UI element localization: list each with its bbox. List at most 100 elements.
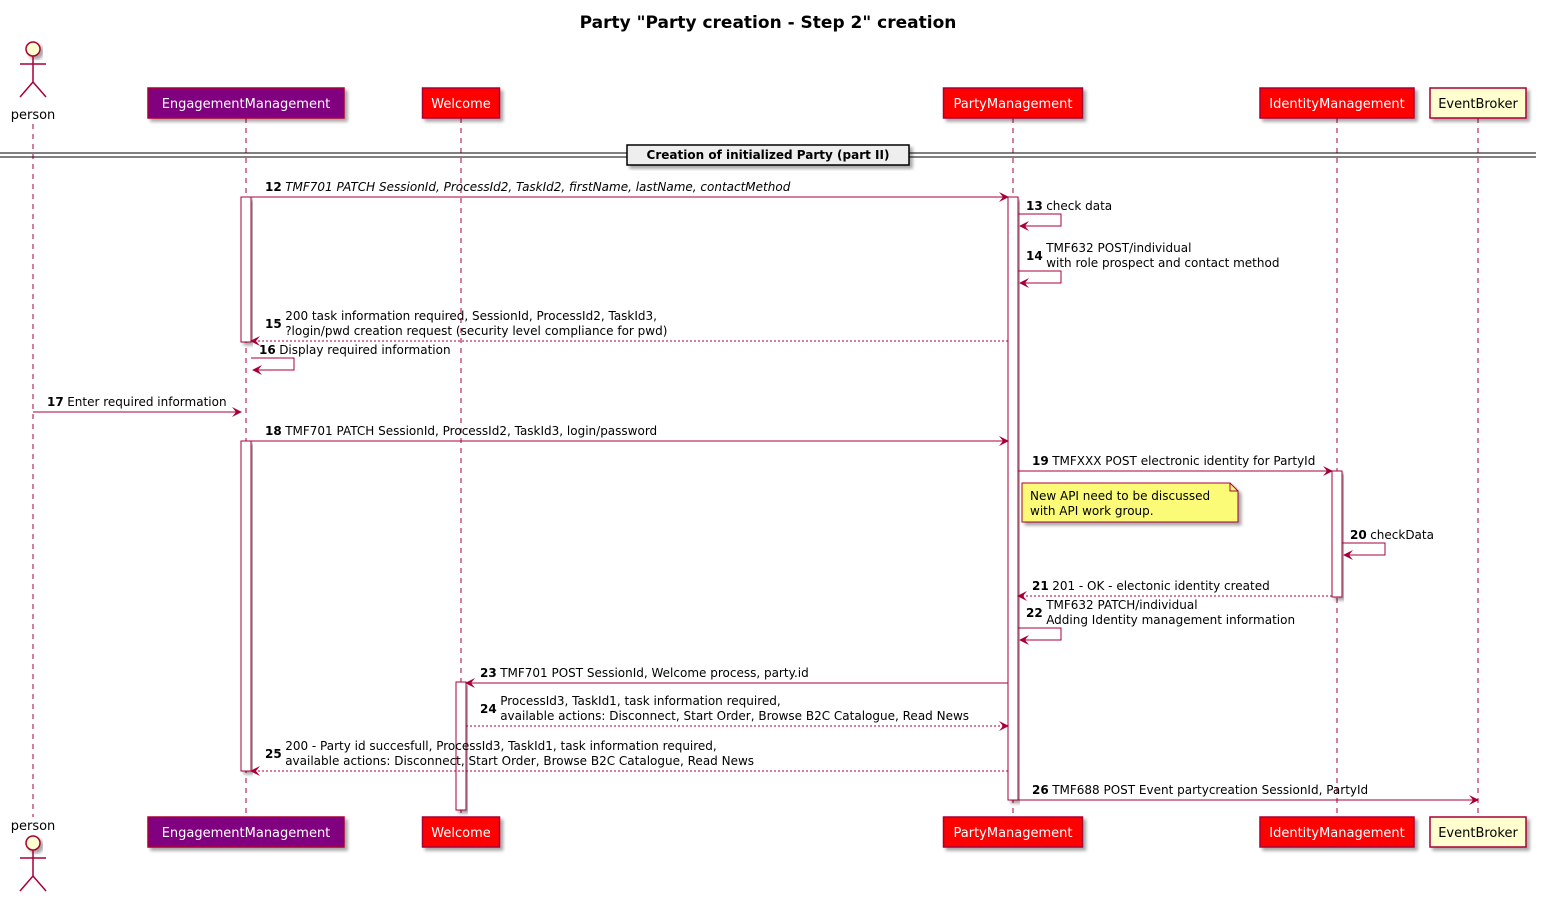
message-number: 13 xyxy=(1026,199,1043,213)
message-text: TMF688 POST Event partycreation SessionI… xyxy=(1051,783,1368,797)
note-line-1: New API need to be discussed xyxy=(1030,489,1210,503)
message-text: TMF701 PATCH SessionId, ProcessId2, Task… xyxy=(285,180,791,194)
message-text: 200 - Party id succesfull, ProcessId3, T… xyxy=(285,739,717,753)
message-text: Adding Identity management information xyxy=(1046,613,1295,627)
participant-eb-top: EventBroker xyxy=(1429,87,1527,119)
message-number: 22 xyxy=(1026,606,1043,620)
message-text: TMF632 PATCH/individual xyxy=(1045,598,1197,612)
message-number: 12 xyxy=(265,180,282,194)
participant-im-top: IdentityManagement xyxy=(1259,87,1415,119)
participant-wel-bottom: Welcome xyxy=(421,816,501,848)
self-message-arrow xyxy=(1018,627,1062,645)
actor-person-bottom: person xyxy=(11,819,56,892)
participant-em-bottom: EngagementManagement xyxy=(147,816,345,848)
activation-bar-im xyxy=(1331,470,1343,598)
message-number: 16 xyxy=(259,343,276,357)
message-number: 20 xyxy=(1350,528,1367,542)
message-number: 25 xyxy=(265,747,282,761)
group-label: Creation of initialized Party (part II) xyxy=(647,148,890,162)
activation-bar-em xyxy=(240,440,252,772)
participant-pm-bottom: PartyManagement xyxy=(942,816,1084,848)
participant-label: Welcome xyxy=(431,97,490,112)
message-number: 24 xyxy=(480,702,497,716)
participant-box xyxy=(1429,816,1527,848)
message-text: checkData xyxy=(1370,528,1434,542)
note-line-2: with API work group. xyxy=(1030,504,1154,518)
participant-label: IdentityManagement xyxy=(1269,826,1404,841)
participant-label: Welcome xyxy=(431,826,490,841)
self-message-arrow xyxy=(1342,542,1386,560)
participant-box xyxy=(421,87,501,119)
group-divider: Creation of initialized Party (part II) xyxy=(0,144,1536,166)
message-text: available actions: Disconnect, Start Ord… xyxy=(285,754,754,768)
message-text: 200 task information required, SessionId… xyxy=(285,309,657,323)
participant-box xyxy=(147,87,345,119)
participant-label: EventBroker xyxy=(1438,97,1518,112)
participant-label: PartyManagement xyxy=(954,97,1073,112)
diagram-title: Party "Party creation - Step 2" creation xyxy=(580,13,957,33)
participants-top: person EngagementManagement Welcome PartyMa… xyxy=(11,41,1527,123)
message-text: TMF701 PATCH SessionId, ProcessId2, Task… xyxy=(284,424,657,438)
message-text: with role prospect and contact method xyxy=(1046,256,1279,270)
participant-label: person xyxy=(11,108,56,123)
participant-box xyxy=(942,87,1084,119)
participant-eb-bottom: EventBroker xyxy=(1429,816,1527,848)
message-text: 201 - OK - electonic identity created xyxy=(1052,579,1270,593)
participant-label: PartyManagement xyxy=(954,826,1073,841)
participant-em-top: EngagementManagement xyxy=(147,87,345,119)
participant-label: EngagementManagement xyxy=(162,826,331,841)
message-text: ?login/pwd creation request (security le… xyxy=(285,324,667,338)
message-number: 14 xyxy=(1026,249,1043,263)
participant-label: EngagementManagement xyxy=(162,97,331,112)
message-number: 15 xyxy=(265,317,282,331)
participant-wel-top: Welcome xyxy=(421,87,501,119)
participant-box xyxy=(421,816,501,848)
participant-label: person xyxy=(11,819,56,834)
activation-bars xyxy=(240,196,1343,811)
participant-box xyxy=(147,816,345,848)
participant-im-bottom: IdentityManagement xyxy=(1259,816,1415,848)
activation-bar-pm xyxy=(1007,196,1019,801)
message-text: ProcessId3, TaskId1, task information re… xyxy=(500,694,781,708)
message-number: 19 xyxy=(1032,454,1049,468)
message-number: 17 xyxy=(47,395,64,409)
message-text: Display required information xyxy=(279,343,450,357)
message-text: TMFXXX POST electronic identity for Part… xyxy=(1051,454,1315,468)
activation-bar-wel xyxy=(455,681,467,811)
message-number: 18 xyxy=(265,424,282,438)
message-number: 23 xyxy=(480,666,497,680)
self-message-arrow xyxy=(1018,213,1062,231)
message-number: 26 xyxy=(1032,783,1049,797)
message-text: check data xyxy=(1046,199,1112,213)
message-text: TMF701 POST SessionId, Welcome process, … xyxy=(499,666,809,680)
message-text: TMF632 POST/individual xyxy=(1045,241,1191,255)
message-text: available actions: Disconnect, Start Ord… xyxy=(500,709,969,723)
participant-box xyxy=(942,816,1084,848)
self-message-arrow xyxy=(1018,270,1062,288)
activation-bar-em xyxy=(240,196,252,343)
participant-pm-top: PartyManagement xyxy=(942,87,1084,119)
participant-label: IdentityManagement xyxy=(1269,97,1404,112)
participant-box xyxy=(1429,87,1527,119)
participant-box xyxy=(1259,816,1415,848)
participant-label: EventBroker xyxy=(1438,826,1518,841)
actor-head xyxy=(25,835,41,851)
actor-person-top: person xyxy=(11,41,56,123)
message-text: Enter required information xyxy=(67,395,226,409)
